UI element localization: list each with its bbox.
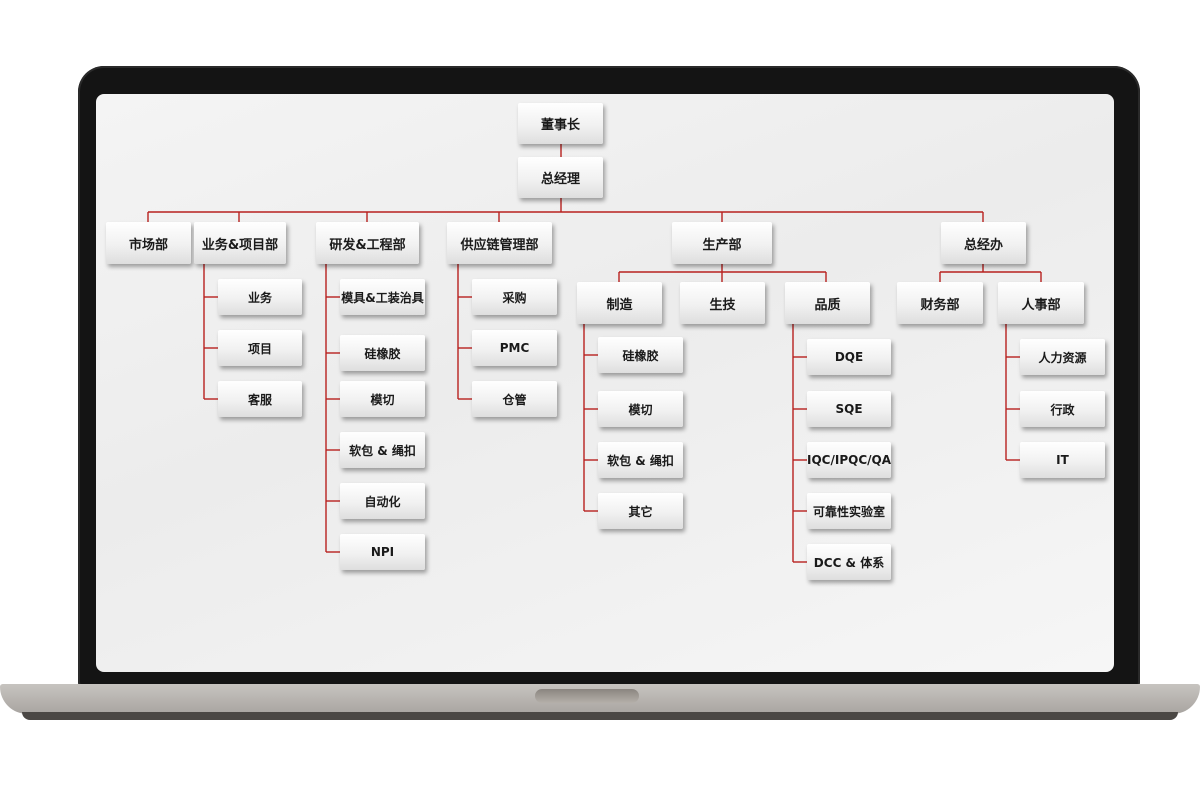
node-manufacturing-item: 其它: [598, 493, 683, 529]
laptop-base-edge: [22, 712, 1178, 720]
node-general-manager: 总经理: [518, 157, 603, 198]
node-business-item: 客服: [218, 381, 302, 417]
node-manufacturing-item: 软包 & 绳扣: [598, 442, 683, 478]
node-rd-dept: 研发&工程部: [316, 222, 419, 264]
node-hr-item: IT: [1020, 442, 1105, 478]
node-production-tech: 生技: [680, 282, 765, 324]
node-manufacturing-item: 硅橡胶: [598, 337, 683, 373]
node-supply-item: PMC: [472, 330, 557, 366]
node-business-dept: 业务&项目部: [194, 222, 286, 264]
laptop-hinge-notch: [535, 689, 639, 703]
node-quality-item: DCC & 体系: [807, 544, 891, 580]
node-supply-item: 采购: [472, 279, 557, 315]
node-hr-dept: 人事部: [998, 282, 1084, 324]
node-manufacturing: 制造: [577, 282, 662, 324]
node-rd-item: NPI: [340, 534, 425, 570]
node-rd-item: 模切: [340, 381, 425, 417]
node-business-item: 项目: [218, 330, 302, 366]
node-chairman: 董事长: [518, 103, 603, 144]
node-hr-item: 行政: [1020, 391, 1105, 427]
node-finance-dept: 财务部: [897, 282, 983, 324]
node-quality: 品质: [785, 282, 870, 324]
node-quality-item: IQC/IPQC/QA: [807, 442, 891, 478]
node-rd-item: 模具&工装治具: [340, 279, 425, 315]
node-supply-item: 仓管: [472, 381, 557, 417]
node-supply-dept: 供应链管理部: [447, 222, 552, 264]
node-quality-item: 可靠性实验室: [807, 493, 891, 529]
node-office-dept: 总经办: [941, 222, 1026, 264]
node-quality-item: SQE: [807, 391, 891, 427]
node-production-dept: 生产部: [672, 222, 772, 264]
node-rd-item: 硅橡胶: [340, 335, 425, 371]
node-rd-item: 软包 & 绳扣: [340, 432, 425, 468]
node-rd-item: 自动化: [340, 483, 425, 519]
node-manufacturing-item: 模切: [598, 391, 683, 427]
node-quality-item: DQE: [807, 339, 891, 375]
node-hr-item: 人力资源: [1020, 339, 1105, 375]
node-market-dept: 市场部: [106, 222, 191, 264]
node-business-item: 业务: [218, 279, 302, 315]
